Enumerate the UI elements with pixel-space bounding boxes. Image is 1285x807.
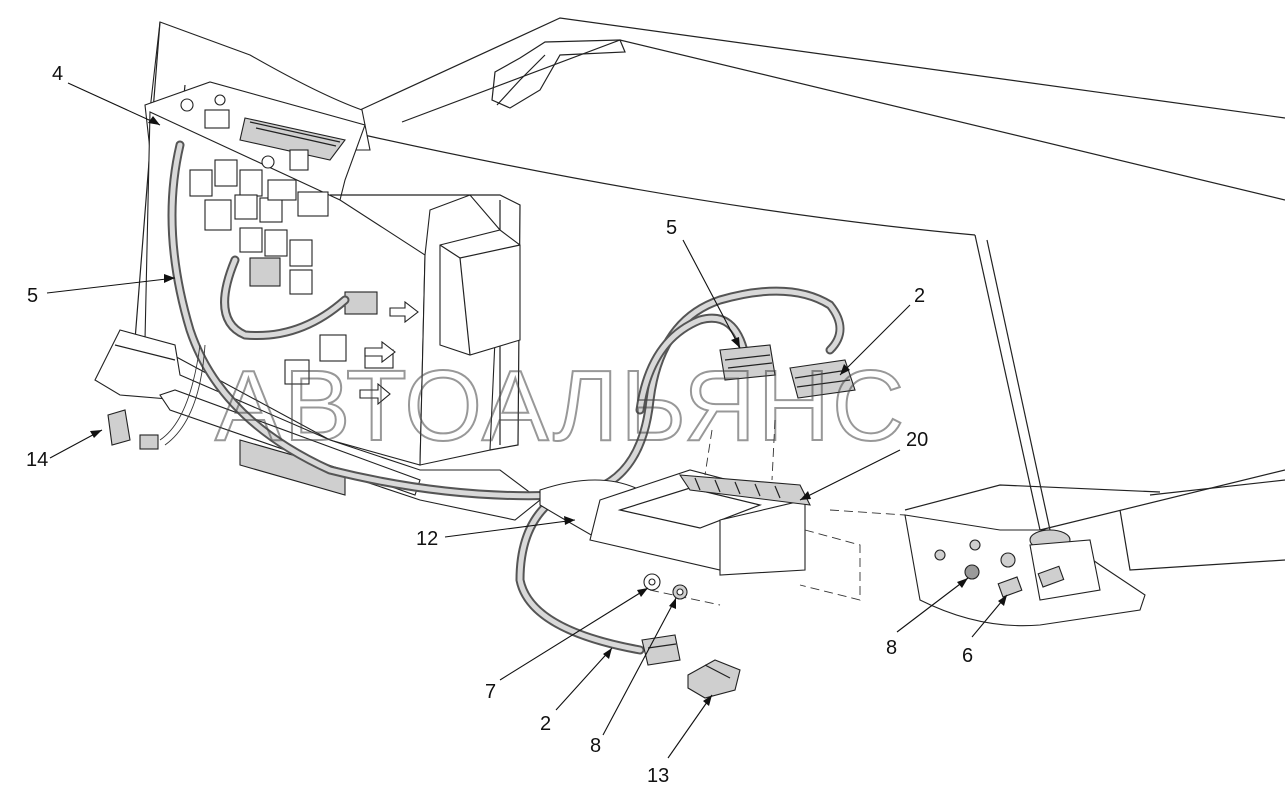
callout-12: 12: [416, 528, 438, 550]
callout-2-bottom: 2: [540, 713, 551, 735]
nut-7-washer-8: [643, 573, 688, 600]
connector-2-top: [789, 359, 856, 399]
connector-2-bottom: [641, 634, 681, 666]
callout-7: 7: [485, 681, 496, 703]
callout-labels: 4 5 5 2 14 20 12 8 6 7 2 8 13: [26, 63, 973, 787]
leader-lines: [46, 82, 1008, 759]
callout-8-bottom: 8: [590, 735, 601, 757]
callout-8-right: 8: [886, 637, 897, 659]
connector-14: [107, 409, 159, 450]
bracket-12: [539, 469, 811, 576]
connector-5-right: [719, 344, 776, 381]
vehicle-body-panel: [354, 17, 1285, 571]
callout-14: 14: [26, 449, 48, 471]
callout-5-right: 5: [666, 217, 677, 239]
callout-6: 6: [962, 645, 973, 667]
callout-20: 20: [906, 429, 928, 451]
watermark: АВТОАЛЬЯНС: [215, 350, 906, 462]
callout-2-top: 2: [914, 285, 925, 307]
callout-13: 13: [647, 765, 669, 787]
assembly-dashed-lines: [649, 419, 906, 606]
callout-4: 4: [52, 63, 63, 85]
connector-13: [687, 659, 741, 699]
callout-5-left: 5: [27, 285, 38, 307]
right-mount: [904, 514, 1146, 627]
